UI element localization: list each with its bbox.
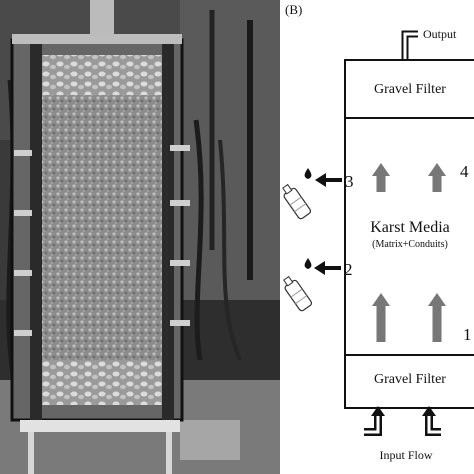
- injection-arrow-icon: [315, 173, 342, 187]
- media-label: Karst Media: [370, 219, 450, 236]
- output-pipe-icon: [401, 30, 418, 60]
- flow-arrow-icon: [428, 293, 446, 342]
- flow-arrow-icon: [372, 293, 390, 342]
- bottom-filter-label: Gravel Filter: [374, 372, 446, 387]
- input-pipe-icon: [422, 406, 441, 436]
- port-label-2: 2: [344, 260, 353, 279]
- tank-outline: [344, 59, 474, 409]
- schematic-diagram: (B) Output Gravel Filter Karst Media (Ma…: [282, 2, 474, 462]
- top-filter-label: Gravel Filter: [374, 82, 446, 97]
- flow-arrow-icon: [372, 163, 390, 192]
- droplet-icon: [304, 258, 312, 269]
- apparatus-photo: [0, 0, 280, 474]
- bottle-icon: [282, 183, 312, 220]
- panel-label: (B): [285, 2, 302, 17]
- port-label-4: 4: [460, 162, 469, 181]
- media-sublabel: (Matrix+Conduits): [372, 239, 448, 250]
- flow-arrow-icon: [428, 163, 446, 192]
- bottle-icon: [283, 275, 313, 312]
- droplet-icon: [304, 168, 312, 179]
- port-label-1: 1: [463, 325, 472, 344]
- port-label-3: 3: [345, 172, 354, 191]
- injection-arrow-icon: [314, 261, 341, 275]
- input-pipe-icon: [364, 406, 385, 436]
- input-label: Input Flow: [379, 448, 432, 462]
- output-label: Output: [423, 27, 457, 41]
